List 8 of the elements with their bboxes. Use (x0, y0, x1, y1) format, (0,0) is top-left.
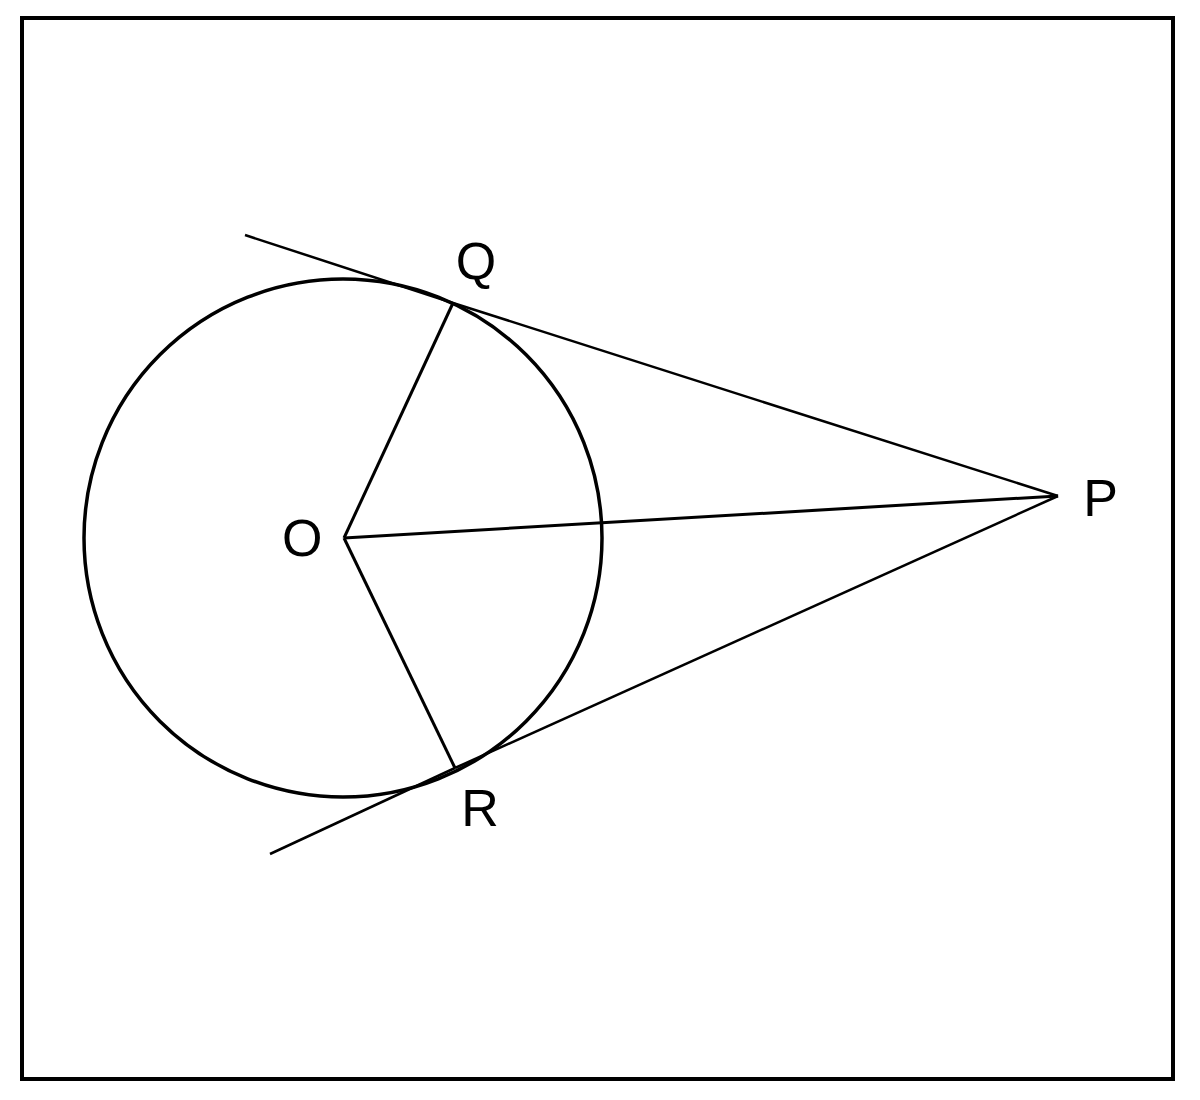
point-label: P (1083, 472, 1118, 524)
line-segment (454, 494, 1059, 770)
line-segment (342, 302, 455, 539)
point-label: O (282, 512, 323, 564)
point-label: Q (455, 235, 497, 287)
point-label: R (461, 782, 499, 834)
line-segment (342, 537, 457, 769)
line-segment (452, 301, 1059, 498)
